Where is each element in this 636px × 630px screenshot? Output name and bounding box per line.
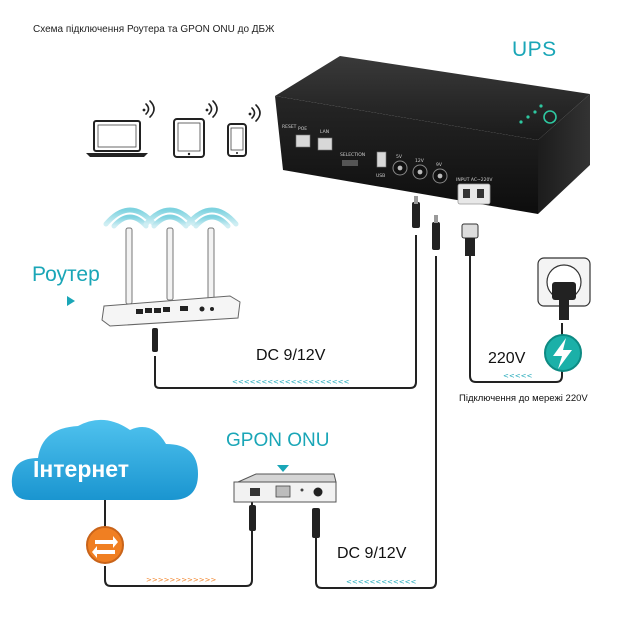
ups-selection-label: SELECTION (340, 152, 365, 158)
wall-socket (537, 257, 591, 320)
ups-poe-label: POE (298, 126, 307, 132)
diagram-caption: Схема підключення Роутера та GPON ONU до… (33, 24, 275, 35)
laptop-icon (86, 120, 148, 157)
dc-plug-router (412, 196, 420, 228)
mains-voltage-label: 220V (488, 350, 526, 367)
gpon-onu-label: GPON ONU (226, 430, 330, 451)
ups-lan-label: LAN (320, 129, 329, 135)
svg-text:<<<<<<<<<<<<: <<<<<<<<<<<< (346, 578, 417, 586)
internet-cable (104, 498, 253, 587)
flow-arrows: <<<<<<<<<<<<<<<<<<<< <<<<<<<<<<<< >>>>>>… (146, 372, 532, 586)
ups-device: RESET POE LAN SELECTION USB 5V 12V 9V IN… (275, 56, 590, 214)
onu-device (233, 473, 337, 538)
dc-plug-onu (432, 215, 440, 250)
mains-cable (469, 256, 563, 383)
gpon-arrow (277, 465, 289, 472)
wifi-icon (142, 100, 155, 118)
lightning-icon (544, 334, 582, 372)
mains-caption: Підключення до мережі 220V (459, 393, 588, 404)
ups-12v-label: 12V (415, 158, 425, 164)
ups-reset-label: RESET (282, 124, 297, 130)
wifi-icon (205, 100, 218, 118)
ups-usb-label: USB (376, 173, 385, 179)
internet-label: Інтернет (33, 456, 130, 482)
ups-9v-label: 9V (436, 162, 443, 168)
tablet-icon (173, 118, 205, 158)
wifi-icon (248, 104, 261, 122)
dc-onu-label: DC 9/12V (337, 545, 407, 562)
onu-power-cable (315, 256, 437, 589)
internet-cloud (11, 419, 199, 500)
router-power-cable (154, 235, 417, 389)
ups-label: UPS (512, 38, 557, 61)
ups-input-label: INPUT AC~220V (456, 177, 493, 183)
ups-5v-label: 5V (396, 154, 403, 160)
router-device (101, 227, 241, 352)
svg-text:<<<<<<<<<<<<<<<<<<<<: <<<<<<<<<<<<<<<<<<<< (232, 378, 349, 386)
svg-text:<<<<<: <<<<< (503, 372, 532, 380)
dc-router-label: DC 9/12V (256, 347, 326, 364)
router-arrow-icon (67, 296, 75, 306)
wifi-waves (103, 207, 239, 229)
router-label: Роутер (32, 263, 100, 286)
phone-icon (227, 123, 247, 157)
exchange-icon (86, 526, 124, 564)
ac-plug (461, 223, 479, 256)
svg-text:>>>>>>>>>>>>: >>>>>>>>>>>> (146, 576, 217, 584)
